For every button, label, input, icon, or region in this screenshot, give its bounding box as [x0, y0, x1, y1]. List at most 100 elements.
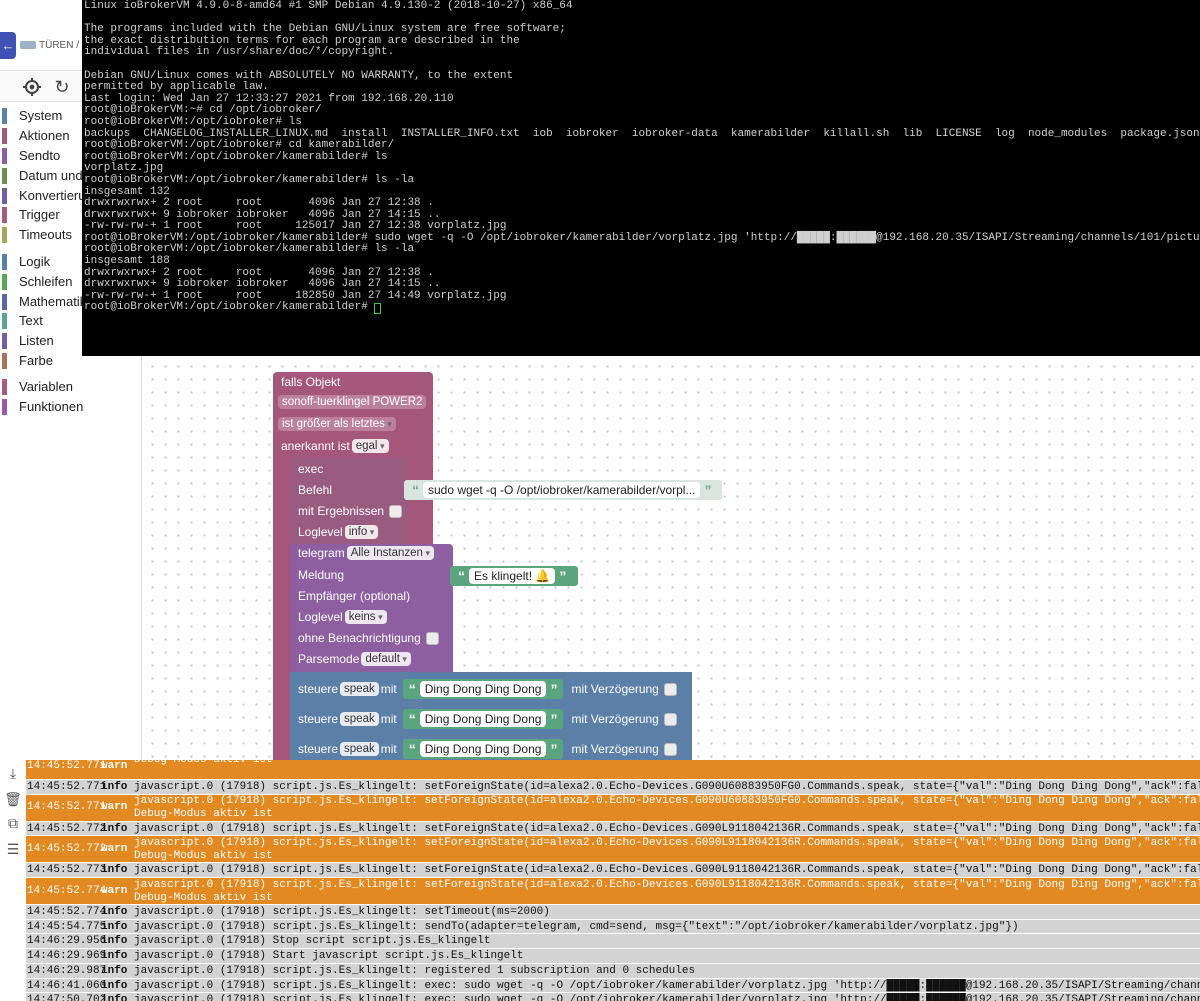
- category-color-swatch: [2, 333, 7, 349]
- telegram-instance-dropdown[interactable]: Alle Instanzen: [346, 546, 434, 560]
- log-message-line: javascript.0 (17918) script.js.Es_klinge…: [134, 864, 1200, 877]
- toolbox-category-label: Variablen: [19, 379, 73, 394]
- terminal-prompt: root@ioBrokerVM:/opt/iobroker/kamerabild…: [84, 301, 375, 314]
- toolbox-category-label: Mathematik: [19, 294, 87, 309]
- copy-log-button[interactable]: ⧉: [3, 814, 23, 832]
- speak-target-dropdown[interactable]: speak: [340, 682, 379, 696]
- toolbox-category[interactable]: Logik: [0, 252, 141, 272]
- log-panel: ⤓ 🗑 ⧉ ☰ 14:45:52.771warnDebug-Modus akti…: [0, 760, 1200, 1001]
- telegram-title: telegram: [298, 546, 345, 560]
- log-timestamp: 14:45:52.771: [27, 781, 107, 793]
- log-level: warn: [101, 884, 128, 897]
- log-message: javascript.0 (17918) script.js.Es_klinge…: [134, 822, 1200, 836]
- category-color-swatch: [2, 313, 7, 329]
- toolbox-category[interactable]: Konvertierung: [0, 186, 141, 206]
- toolbox-category[interactable]: System: [0, 106, 141, 126]
- log-message: javascript.0 (17918) script.js.Es_klinge…: [134, 964, 1200, 978]
- log-message-line: Debug-Modus aktiv ist: [134, 891, 273, 904]
- telegram-message-string-block[interactable]: “Es klingelt! 🔔”: [450, 566, 578, 586]
- toolbox-category[interactable]: Sendto: [0, 146, 141, 166]
- terminal-line: [84, 59, 1198, 71]
- scroll-bottom-button[interactable]: ⤓: [3, 764, 23, 782]
- exec-loglevel-dropdown[interactable]: info: [344, 525, 379, 539]
- speak-text[interactable]: Ding Dong Ding Dong: [419, 741, 547, 757]
- script-tab[interactable]: TÜREN /: [20, 33, 90, 59]
- locate-button[interactable]: [22, 77, 42, 97]
- copy-icon: ⧉: [8, 815, 18, 831]
- speak-text-block[interactable]: “Ding Dong Ding Dong”: [402, 739, 564, 759]
- toolbox-category[interactable]: Aktionen: [0, 126, 141, 146]
- terminal-prompt-line[interactable]: root@ioBrokerVM:/opt/iobroker/kamerabild…: [84, 301, 1198, 315]
- category-color-swatch: [2, 227, 7, 243]
- clear-log-button[interactable]: 🗑: [3, 790, 23, 808]
- terminal-line: root@ioBrokerVM:/opt/iobroker# cd kamera…: [84, 139, 395, 152]
- terminal-line: insgesamt 188: [84, 255, 170, 268]
- log-message: javascript.0 (17918) script.js.Es_klinge…: [134, 836, 1200, 862]
- toolbox-category[interactable]: Variablen: [0, 377, 141, 397]
- speak-delay-checkbox[interactable]: [663, 682, 677, 696]
- speak-text[interactable]: Ding Dong Ding Dong: [419, 711, 547, 727]
- telegram-loglevel-dropdown[interactable]: keins: [344, 610, 387, 624]
- terminal-output: Linux ioBrokerVM 4.9.0-8-amd64 #1 SMP De…: [84, 0, 1200, 302]
- terminal-line: root@ioBrokerVM:/opt/iobroker/kamerabild…: [84, 243, 415, 256]
- telegram-silent-checkbox[interactable]: [425, 631, 439, 645]
- ack-dropdown[interactable]: egal: [351, 439, 389, 453]
- toolbox-category-label: System: [19, 108, 63, 123]
- log-level: info: [101, 864, 128, 877]
- toolbox-category[interactable]: Timeouts: [0, 225, 141, 245]
- log-filter-button[interactable]: ☰: [3, 840, 23, 858]
- trigger-title: falls Objekt: [281, 375, 341, 389]
- telegram-message-text[interactable]: Es klingelt! 🔔: [469, 568, 556, 584]
- speak-delay-label: mit Verzögerung: [571, 742, 659, 756]
- terminal-line: backups CHANGELOG_INSTALLER_LINUX.md ins…: [84, 127, 1200, 140]
- log-timestamp: 14:45:52.772: [27, 822, 107, 835]
- speak-text-block[interactable]: “Ding Dong Ding Dong”: [402, 709, 564, 729]
- toolbox-category[interactable]: Listen: [0, 331, 141, 351]
- speak-text-block[interactable]: “Ding Dong Ding Dong”: [402, 679, 564, 699]
- back-button[interactable]: ←: [0, 32, 16, 59]
- toolbox-category[interactable]: Farbe: [0, 351, 141, 371]
- toolbox-category[interactable]: Trigger: [0, 205, 141, 225]
- toolbox-category[interactable]: Funktionen: [0, 397, 141, 417]
- speak-delay-checkbox[interactable]: [663, 712, 677, 726]
- log-timestamp: 14:46:29.987: [27, 964, 107, 977]
- log-level: info: [101, 964, 128, 977]
- log-row: 14:45:52.771warnDebug-Modus aktiv ist: [26, 760, 1200, 780]
- toolbox-category[interactable]: Schleifen: [0, 272, 141, 292]
- telegram-parsemode-dropdown[interactable]: default: [361, 652, 411, 666]
- ssh-terminal-window[interactable]: Linux ioBrokerVM 4.9.0-8-amd64 #1 SMP De…: [82, 0, 1200, 356]
- log-level: warn: [101, 842, 128, 855]
- object-id-field[interactable]: sonoff-tuerklingel POWER2: [278, 395, 427, 409]
- speak-target-dropdown[interactable]: speak: [340, 712, 379, 726]
- exec-command-string-block[interactable]: “sudo wget -q -O /opt/iobroker/kamerabil…: [404, 480, 722, 500]
- telegram-message-label: Meldung: [298, 568, 345, 582]
- toolbox-category[interactable]: Mathematik: [0, 292, 141, 312]
- speak-target-dropdown[interactable]: speak: [340, 742, 379, 756]
- list-filter-icon: ☰: [6, 841, 20, 857]
- blockly-workspace[interactable]: falls Objekt sonoff-tuerklingel POWER2 i…: [142, 356, 1200, 760]
- exec-results-checkbox[interactable]: [389, 504, 403, 518]
- exec-command-text[interactable]: sudo wget -q -O /opt/iobroker/kamerabild…: [423, 482, 701, 498]
- condition-dropdown[interactable]: ist größer als letztes: [278, 417, 396, 431]
- telegram-silent-label: ohne Benachrichtigung: [298, 631, 421, 645]
- terminal-line: permitted by applicable law.: [84, 81, 269, 94]
- speak-mit: mit: [380, 742, 397, 756]
- log-message-line: Debug-Modus aktiv ist: [134, 808, 273, 821]
- refresh-button[interactable]: ↻: [52, 77, 72, 97]
- log-message-line: javascript.0 (17918) script.js.Es_klinge…: [134, 878, 1200, 891]
- log-message: javascript.0 (17918) script.js.Es_klinge…: [134, 905, 1200, 919]
- speak-delay-checkbox[interactable]: [663, 742, 677, 756]
- toolbox-category[interactable]: Text: [0, 311, 141, 331]
- speak-text[interactable]: Ding Dong Ding Dong: [419, 681, 547, 697]
- category-color-swatch: [2, 254, 7, 270]
- log-level: info: [101, 979, 128, 992]
